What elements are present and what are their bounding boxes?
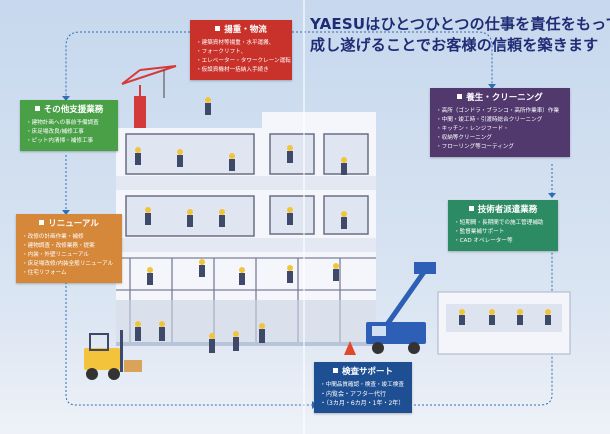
card-inspection: 検査サポート 中間品質確認・検査・竣工検査 内覧会・アフター代行 （3カ月・6カ… — [314, 362, 412, 413]
card-support-list: 建物計画への事前予備調査 床足場改良/補修工事 ピット内清掃・補修工事 — [20, 117, 118, 151]
list-item: ピット内清掃・補修工事 — [26, 137, 112, 146]
card-renewal-title: リニューアル — [48, 219, 99, 229]
card-renewal: リニューアル 改修の計画作業・補修 建物調査・改修業務・提案 内装・外壁リニュー… — [16, 214, 122, 283]
card-inspection-header: 検査サポート — [314, 362, 412, 379]
list-item: 建物計画への事前予備調査 — [26, 119, 112, 128]
card-dispatch-title: 技術者派遣業務 — [477, 205, 538, 215]
list-item: 床足場改修/内装全般リニューアル — [22, 260, 116, 269]
card-renewal-list: 改修の計画作業・補修 建物調査・改修業務・提案 内装・外壁リニューアル 床足場改… — [16, 231, 122, 283]
list-item: フォークリフト、 — [196, 48, 286, 57]
list-item: 中間・竣工時・引渡時総合クリーニング — [436, 116, 564, 125]
card-dispatch-header: 技術者派遣業務 — [448, 200, 558, 217]
headline-line1: YAESUはひとつひとつの仕事を責任をもって — [310, 15, 610, 33]
card-curing-title: 養生・クリーニング — [466, 93, 543, 103]
list-item: 改修の計画作業・補修 — [22, 233, 116, 242]
card-support: その他支援業務 建物計画への事前予備調査 床足場改良/補修工事 ピット内清掃・補… — [20, 100, 118, 151]
worker-icon — [135, 97, 347, 353]
building — [116, 112, 376, 346]
list-item: キッチン・レンジフード・ — [436, 125, 564, 134]
list-item: 収納等クリーニング — [436, 134, 564, 143]
headline: YAESUはひとつひとつの仕事を責任をもって 成し遂げることでお客様の信頼を築き… — [310, 14, 610, 56]
card-inspection-title: 検査サポート — [341, 367, 393, 377]
list-item: 仮設資機材一括納入手続き — [196, 66, 286, 75]
card-support-title: その他支援業務 — [43, 105, 104, 115]
square-icon — [39, 220, 45, 225]
list-item: 中間品質確認・検査・竣工検査 — [320, 381, 406, 390]
card-transport-header: 揚重・物流 — [190, 20, 292, 37]
list-item: （3カ月・6カ月・1年・2年） — [320, 399, 406, 408]
forklift-icon — [84, 330, 142, 380]
list-item: 監督業補サポート — [454, 228, 552, 237]
list-item: 住宅リフォーム — [22, 269, 116, 278]
square-icon — [215, 26, 221, 31]
crane-icon — [121, 65, 177, 128]
card-transport-list: 建築資材等揚重・水平運搬、 フォークリフト、 エレベーター・タワークレーン運転 … — [190, 37, 292, 80]
list-item: 短期間・長期間での施工管理補助 — [454, 219, 552, 228]
card-dispatch: 技術者派遣業務 短期間・長期間での施工管理補助 監督業補サポート CAD オペレ… — [448, 200, 558, 251]
card-curing: 養生・クリーニング 高所（ゴンドラ・ブランコ・高所作業車）作業 中間・竣工時・引… — [430, 88, 570, 157]
connector-lines — [65, 31, 553, 406]
square-icon — [34, 106, 40, 111]
headline-line2: 成し遂げることでお客様の信頼を築きます — [310, 36, 599, 54]
aerial-lift-truck-icon — [366, 262, 436, 354]
square-icon — [457, 94, 463, 99]
list-item: CAD オペレーター等 — [454, 237, 552, 246]
card-renewal-header: リニューアル — [16, 214, 122, 231]
list-item: 高所（ゴンドラ・ブランコ・高所作業車）作業 — [436, 107, 564, 116]
cone-icon — [344, 341, 356, 355]
card-curing-header: 養生・クリーニング — [430, 88, 570, 105]
card-transport-title: 揚重・物流 — [224, 25, 267, 35]
card-curing-list: 高所（ゴンドラ・ブランコ・高所作業車）作業 中間・竣工時・引渡時総合クリーニング… — [430, 105, 570, 157]
list-item: エレベーター・タワークレーン運転 — [196, 57, 291, 66]
list-item: 内覧会・アフター代行 — [320, 390, 406, 399]
list-item: 建築資材等揚重・水平運搬、 — [196, 39, 286, 48]
card-inspection-list: 中間品質確認・検査・竣工検査 内覧会・アフター代行 （3カ月・6カ月・1年・2年… — [314, 379, 412, 413]
list-item: 床足場改良/補修工事 — [26, 128, 112, 137]
card-support-header: その他支援業務 — [20, 100, 118, 117]
office-building — [437, 291, 571, 355]
list-item: 内装・外壁リニューアル — [22, 251, 116, 260]
card-transport: 揚重・物流 建築資材等揚重・水平運搬、 フォークリフト、 エレベーター・タワーク… — [190, 20, 292, 80]
list-item: 建物調査・改修業務・提案 — [22, 242, 116, 251]
square-icon — [332, 368, 338, 373]
list-item: フローリング等コーティング — [436, 143, 564, 152]
card-dispatch-list: 短期間・長期間での施工管理補助 監督業補サポート CAD オペレーター等 — [448, 217, 558, 251]
square-icon — [468, 206, 474, 211]
